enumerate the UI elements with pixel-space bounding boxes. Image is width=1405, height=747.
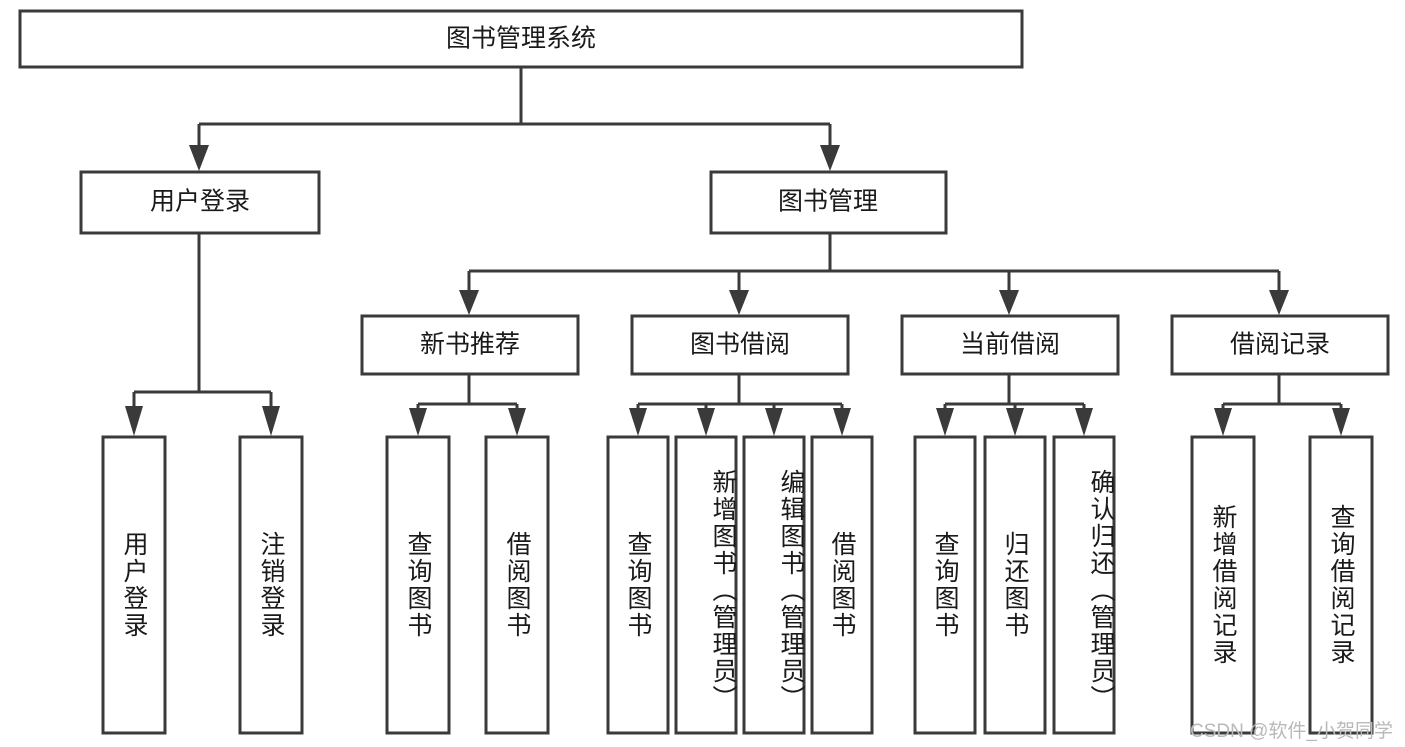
leaf-box-return-book[interactable]: [983, 435, 1047, 735]
node-book-manage[interactable]: 图书管理: [709, 170, 948, 235]
connector-group-user-login: [125, 233, 280, 436]
node-new-book-recommend-label: 新书推荐: [420, 331, 520, 359]
leaf-box-confirm-return-admin[interactable]: [1052, 435, 1116, 735]
node-book-manage-box[interactable]: [709, 170, 948, 235]
leaf-box-edit-book-admin[interactable]: [742, 435, 806, 735]
node-borrow-record-label: 借阅记录: [1230, 331, 1330, 359]
leaf-box-query-borrow-record[interactable]: [1308, 435, 1374, 735]
arrow-head-current-borrow: [999, 290, 1019, 315]
leaf-box-borrow-book-new[interactable]: [484, 435, 550, 735]
arrow-head-leaf-user-login: [125, 406, 143, 436]
arrow-head-book-manage: [820, 145, 840, 171]
arrow-head-leaf-return-book: [1006, 408, 1024, 436]
connector-group-root: [189, 67, 840, 171]
arrow-head-user-login: [189, 145, 209, 171]
arrow-head-leaf-edit-book-admin: [765, 408, 783, 436]
arrow-head-leaf-query-book-current: [936, 408, 954, 436]
node-user-login-box[interactable]: [79, 170, 321, 235]
connector-group-book-manage: [459, 233, 1289, 315]
node-user-login-label: 用户登录: [150, 188, 250, 216]
leaf-box-add-borrow-record[interactable]: [1190, 435, 1256, 735]
node-new-book-recommend-box[interactable]: [360, 314, 580, 376]
arrow-head-leaf-borrow-book-new: [508, 408, 526, 436]
arrow-head-leaf-add-book-admin: [697, 408, 715, 436]
arrow-head-leaf-query-book-new: [409, 408, 427, 436]
arrow-head-leaf-query-book-borrow: [629, 408, 647, 436]
connector-group-borrow-record: [1214, 374, 1350, 436]
node-current-borrow-label: 当前借阅: [960, 331, 1060, 359]
arrow-head-leaf-logout: [262, 406, 280, 436]
arrow-head-leaf-borrow-book: [833, 408, 851, 436]
node-book-borrow[interactable]: 图书借阅: [630, 314, 850, 376]
leaf-boxes: [101, 435, 1374, 735]
node-current-borrow-box[interactable]: [900, 314, 1120, 376]
node-root-label: 图书管理系统: [446, 25, 596, 53]
arrow-head-leaf-confirm-return-admin: [1075, 408, 1093, 436]
leaf-box-query-book-new[interactable]: [385, 435, 451, 735]
connector-group-current-borrow: [936, 374, 1093, 436]
leaf-box-borrow-book[interactable]: [810, 435, 874, 735]
leaf-box-user-login[interactable]: [101, 435, 167, 735]
node-current-borrow[interactable]: 当前借阅: [900, 314, 1120, 376]
connector-group-new-book-recommend: [409, 374, 526, 436]
node-borrow-record-box[interactable]: [1170, 314, 1390, 376]
leaf-box-query-book-current[interactable]: [913, 435, 977, 735]
node-borrow-record[interactable]: 借阅记录: [1170, 314, 1390, 376]
leaf-box-logout[interactable]: [238, 435, 304, 735]
arrow-head-borrow-record: [1269, 290, 1289, 315]
node-book-borrow-label: 图书借阅: [690, 331, 790, 359]
node-user-login[interactable]: 用户登录: [79, 170, 321, 235]
leaf-box-add-book-admin[interactable]: [674, 435, 738, 735]
node-book-manage-label: 图书管理: [778, 188, 878, 216]
node-new-book-recommend[interactable]: 新书推荐: [360, 314, 580, 376]
connector-group-book-borrow: [629, 374, 851, 436]
arrow-head-new-book-recommend: [459, 290, 479, 315]
arrow-head-book-borrow: [729, 290, 749, 315]
node-root[interactable]: 图书管理系统: [18, 9, 1024, 69]
arrow-head-leaf-add-borrow-record: [1214, 408, 1232, 436]
node-root-box[interactable]: [18, 9, 1024, 69]
node-book-borrow-box[interactable]: [630, 314, 850, 376]
csdn-watermark: CSDN @软件_小贺同学: [1190, 721, 1393, 742]
arrow-head-leaf-query-borrow-record: [1332, 408, 1350, 436]
leaf-box-query-book-borrow[interactable]: [606, 435, 670, 735]
